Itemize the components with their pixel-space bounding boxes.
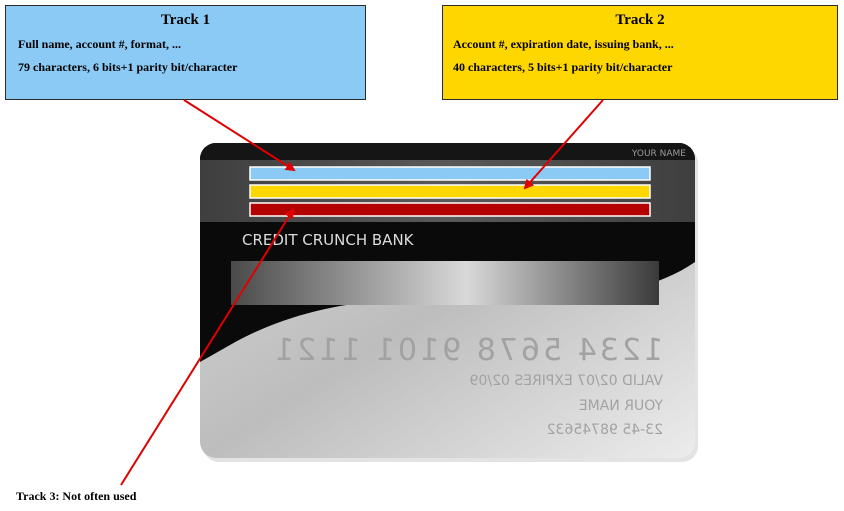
track3-label: Track 3: Not often used — [16, 489, 137, 503]
card-header-name: YOUR NAME — [631, 149, 686, 159]
track3-stripe — [249, 202, 651, 217]
mirrored-card-number: 1234 5678 9101 1121 — [272, 333, 663, 368]
bank-name: CREDIT CRUNCH BANK — [242, 231, 415, 249]
track3-arrow — [120, 208, 295, 486]
mirrored-code: 23-45 98745632 — [547, 422, 663, 438]
track2-title: Track 2 — [615, 12, 665, 28]
track2-stripe — [249, 184, 651, 199]
track2-encoding: 40 characters, 5 bits+1 parity bit/chara… — [453, 60, 673, 74]
track1-box: Track 1 Full name, account #, format, ..… — [5, 5, 366, 100]
mirrored-dates: VALID 02/07 EXPIRES 02/09 — [470, 373, 663, 389]
track2-contents: Account #, expiration date, issuing bank… — [453, 37, 674, 51]
signature-strip — [231, 261, 659, 305]
mirrored-holder: YOUR NAME — [579, 398, 664, 414]
track1-arrow — [183, 99, 296, 172]
track2-arrow — [523, 99, 604, 190]
track1-title: Track 1 — [160, 12, 211, 28]
track1-contents: Full name, account #, format, ... — [18, 37, 181, 51]
track1-encoding: 79 characters, 6 bits+1 parity bit/chara… — [18, 60, 238, 74]
track1-stripe — [249, 166, 651, 181]
track2-box: Track 2 Account #, expiration date, issu… — [442, 5, 838, 100]
